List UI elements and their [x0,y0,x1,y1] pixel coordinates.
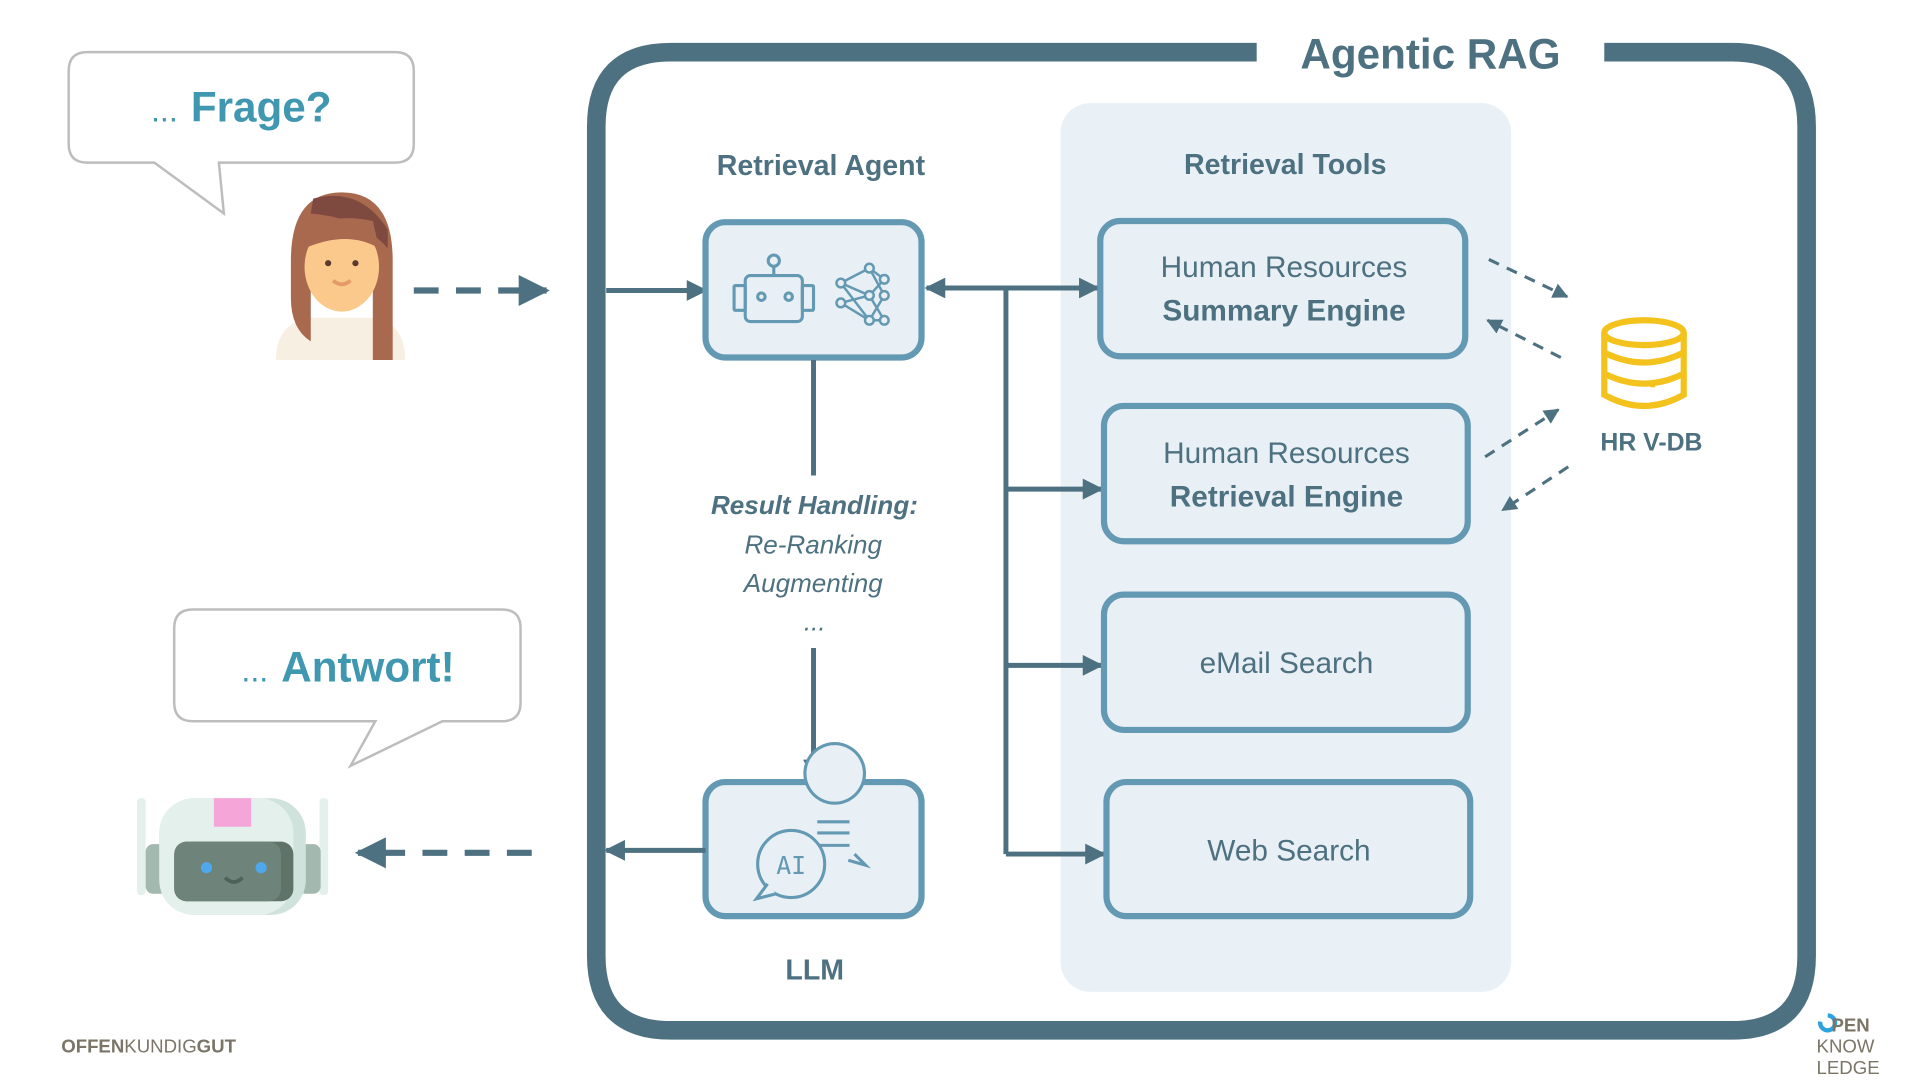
neural-network-icon [835,262,890,326]
retrieval-tools-heading: Retrieval Tools [1184,149,1387,181]
retrieval-to-db-arrow [1484,408,1560,459]
database-label: HR V-DB [1600,430,1702,457]
user-avatar-icon [276,192,406,360]
tool-email-search[interactable]: eMail Search [1100,591,1471,734]
tool-line1: eMail Search [1200,647,1374,680]
db-to-summary-arrow [1486,318,1562,359]
db-to-retrieval-arrow [1501,465,1570,512]
svg-text:Result Handling: Re-Rankin: Result Handling: Re-Ranking Augmenting .… [711,490,923,637]
tool-hr-retrieval-engine[interactable]: Human Resources Retrieval Engine [1100,402,1471,545]
result-handling-item: Augmenting [742,568,884,598]
summary-to-db-arrow [1488,258,1569,299]
database-icon [1601,317,1687,410]
agentic-rag-frame [586,42,1816,1040]
question-bubble: ... Frage? [67,50,416,217]
answer-text: Antwort! [281,644,454,691]
svg-text:... Frage?: ... Frage? [151,84,332,131]
tool-line1: Web Search [1207,834,1370,867]
open-knowledge-logo: PEN KNOW LEDGE [1817,1013,1880,1078]
question-text: Frage? [191,84,332,131]
robot-avatar-icon [136,798,329,915]
result-handling-item: ... [804,607,826,637]
llm-label: LLM [785,954,844,986]
retrieval-agent-heading: Retrieval Agent [717,150,926,182]
svg-text:LEDGE: LEDGE [1817,1057,1880,1078]
svg-text:... Antwort!: ... Antwort! [241,644,454,691]
tool-line1: Human Resources [1163,437,1410,470]
result-handling-title: Result Handling: [711,490,918,520]
offenkundiggut-logo: OFFENKUNDIGGUT [61,1036,236,1057]
tool-line1: Human Resources [1161,251,1408,284]
robot-icon [732,253,816,324]
result-handling-item: Re-Ranking [744,530,882,560]
svg-text:KNOW: KNOW [1817,1036,1875,1057]
svg-text:PEN: PEN [1831,1015,1869,1036]
diagram-title: Agentic RAG [1300,30,1560,77]
llm-box[interactable]: AI [702,742,925,920]
ai-icon-text: AI [776,851,806,880]
question-prefix: ... [151,93,178,129]
retrieval-agent-box[interactable] [702,219,925,361]
tool-hr-summary-engine[interactable]: Human Resources Summary Engine [1097,217,1469,360]
ai-chat-icon: AI [752,742,871,902]
answer-prefix: ... [241,653,268,689]
answer-bubble: ... Antwort! [172,608,522,769]
tool-line2: Retrieval Engine [1170,480,1403,513]
tool-web-search[interactable]: Web Search [1103,778,1474,920]
tool-line2: Summary Engine [1162,294,1405,327]
